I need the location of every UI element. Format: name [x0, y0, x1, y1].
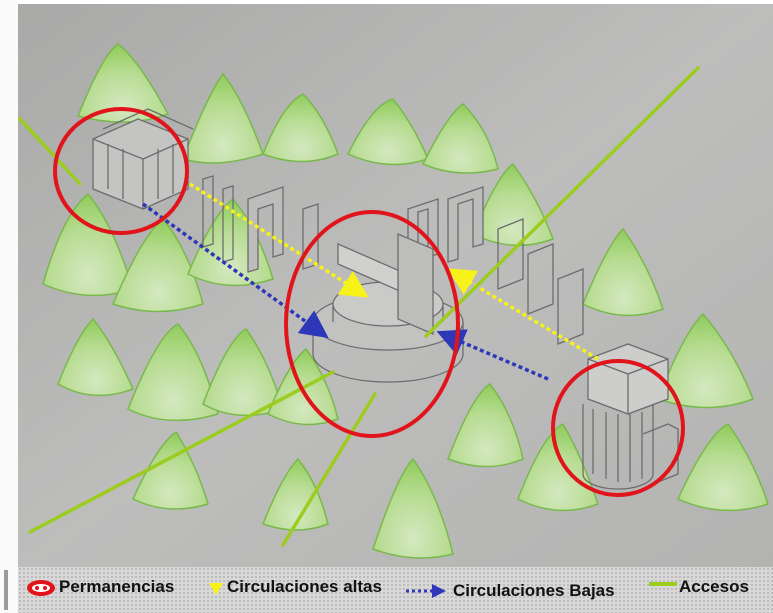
circulaciones-bajas-paths: [141, 202, 549, 381]
permanencia-zone-southeast: [551, 359, 685, 497]
circulaciones-altas-arrow-icon: [209, 583, 223, 595]
acceso-line: [281, 392, 377, 547]
tree: [132, 430, 209, 510]
circulaciones-bajas-arrow-icon: [406, 584, 446, 598]
legend-label-circulaciones-altas: Circulaciones altas: [227, 577, 382, 596]
tree: [421, 103, 499, 174]
accesos-line-icon: [649, 582, 677, 586]
tree: [182, 72, 264, 164]
tree: [657, 312, 754, 409]
legend-label-circulaciones-bajas: Circulaciones Bajas: [453, 581, 615, 600]
tree: [127, 323, 219, 422]
left-edge-rule: [4, 570, 8, 610]
tree: [447, 383, 524, 468]
circulacion-baja-arrow: [436, 329, 549, 381]
permanencia-zone-northwest: [53, 107, 189, 235]
trees: [42, 43, 769, 559]
tree: [202, 328, 284, 417]
acceso-line: [424, 66, 700, 338]
tree: [582, 227, 664, 317]
circulacion-alta-arrow: [189, 182, 369, 298]
tree: [517, 423, 599, 512]
accesos-lines: [18, 66, 700, 547]
left-margin-strip: [0, 0, 18, 613]
tree: [76, 43, 170, 123]
tree: [472, 162, 554, 247]
tree: [346, 98, 430, 166]
site-sketch-diagram: [18, 4, 773, 567]
permanencias-zones: [53, 107, 685, 497]
legend-label-permanencias: Permanencias: [59, 577, 175, 596]
acceso-line: [18, 117, 82, 186]
circulacion-baja-arrow: [141, 202, 329, 339]
tree: [57, 317, 135, 397]
legend-label-accesos: Accesos: [679, 577, 749, 596]
tree: [262, 93, 339, 163]
tree: [372, 457, 454, 559]
tree: [262, 457, 329, 531]
permanencias-swatch-icon: [27, 580, 55, 596]
tree: [677, 423, 769, 512]
tree: [42, 192, 134, 297]
legend-bar: Permanencias Circulaciones altas Circula…: [18, 567, 773, 613]
permanencia-zone-center: [284, 210, 460, 438]
tree: [111, 217, 204, 313]
acceso-line: [28, 370, 335, 534]
